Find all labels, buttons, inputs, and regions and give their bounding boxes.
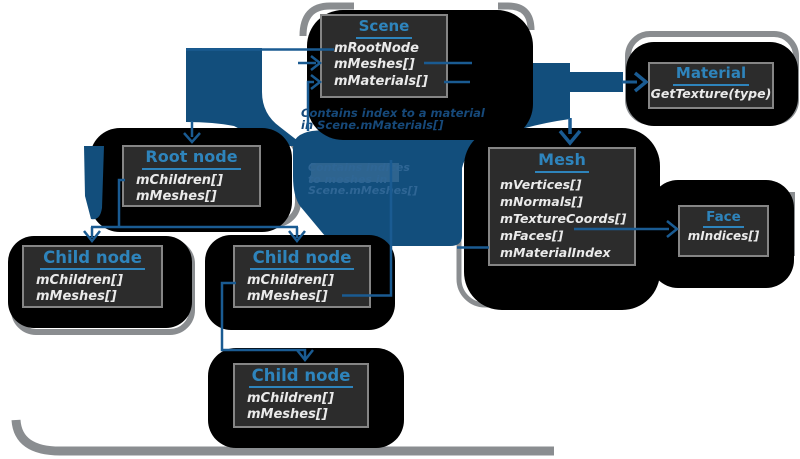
field-mChildren: mChildren[] — [247, 391, 334, 407]
field-mChildren: mChildren[] — [247, 273, 334, 289]
node-fields: mVertices[] mNormals[] mTextureCoords[] … — [490, 176, 634, 261]
node-scene: Scene mRootNode mMeshes[] mMaterials[] — [320, 14, 448, 98]
node-fields: GetTexture(type) — [650, 86, 772, 101]
node-fields: mChildren[] mMeshes[] — [235, 273, 369, 305]
node-child-3: Child node mChildren[] mMeshes[] — [233, 363, 369, 428]
field-GetTexture: GetTexture(type) — [650, 85, 772, 101]
field-mMeshes: mMeshes[] — [36, 289, 117, 305]
node-title: Face — [703, 210, 744, 229]
arrowhead-into-scene-mMaterials — [310, 74, 323, 90]
node-title: Scene — [355, 18, 413, 39]
arrowhead-into-face — [666, 220, 680, 238]
field-mMaterials: mMaterials[] — [334, 73, 429, 89]
field-mMaterialIndex: mMaterialIndex — [500, 244, 611, 260]
arrowhead-into-material — [633, 71, 649, 93]
arrowhead-into-scene-mMeshes — [310, 55, 323, 71]
field-mIndices: mIndices[] — [687, 229, 760, 244]
node-material: Material GetTexture(type) — [648, 62, 774, 109]
node-fields: mChildren[] mMeshes[] — [24, 273, 161, 305]
node-child-1: Child node mChildren[] mMeshes[] — [22, 245, 163, 308]
arrowhead-into-child1 — [83, 227, 101, 244]
node-title: Child node — [248, 367, 354, 389]
node-root: Root node mChildren[] mMeshes[] — [122, 145, 261, 207]
field-mMeshes: mMeshes[] — [247, 289, 328, 305]
field-mChildren: mChildren[] — [136, 172, 223, 188]
annotation-material-note: Contains index to a material in Scene.mM… — [301, 107, 485, 131]
gray-corner-scene-right — [498, 2, 535, 31]
node-title: Root node — [142, 148, 241, 170]
node-fields: mIndices[] — [680, 229, 767, 243]
node-fields: mRootNode mMeshes[] mMaterials[] — [322, 41, 446, 91]
block-arrow-scene-to-material — [570, 72, 623, 92]
node-fields: mChildren[] mMeshes[] — [235, 391, 367, 423]
annotation-line: Contains index to a material — [301, 106, 485, 120]
field-mMeshes: mMeshes[] — [247, 407, 328, 423]
annotation-line: Contains indices — [308, 161, 410, 174]
field-mNormals: mNormals[] — [500, 193, 583, 209]
node-title: Material — [672, 65, 750, 86]
node-face: Face mIndices[] — [678, 205, 769, 257]
field-mTextureCoords: mTextureCoords[] — [500, 210, 627, 226]
node-title: Child node — [249, 249, 355, 271]
arrowhead-into-mesh — [558, 129, 582, 146]
arrowhead-into-child3 — [296, 349, 314, 363]
arrowhead-into-root — [183, 132, 201, 144]
field-mMeshes: mMeshes[] — [136, 188, 217, 204]
node-fields: mChildren[] mMeshes[] — [124, 173, 259, 205]
node-title: Mesh — [535, 151, 589, 173]
field-mChildren: mChildren[] — [36, 273, 123, 289]
block-stroke-left-remnant — [84, 146, 104, 220]
node-title: Child node — [40, 249, 145, 271]
block-arrow-scene-to-rootnode — [186, 48, 298, 146]
field-mRootNode: mRootNode — [334, 40, 419, 56]
field-mVertices: mVertices[] — [500, 176, 582, 192]
field-mMeshes: mMeshes[] — [334, 57, 415, 73]
annotation-mesh-note: Contains indices to meshes in Scene.mMes… — [308, 162, 418, 197]
node-child-2: Child node mChildren[] mMeshes[] — [233, 245, 371, 308]
arrowhead-into-child2 — [288, 227, 306, 244]
annotation-line: Scene.mMeshes[] — [308, 184, 418, 198]
field-mFaces: mFaces[] — [500, 227, 564, 243]
node-mesh: Mesh mVertices[] mNormals[] mTextureCoor… — [488, 147, 636, 266]
annotation-line: in Scene.mMaterials[] — [301, 118, 444, 133]
